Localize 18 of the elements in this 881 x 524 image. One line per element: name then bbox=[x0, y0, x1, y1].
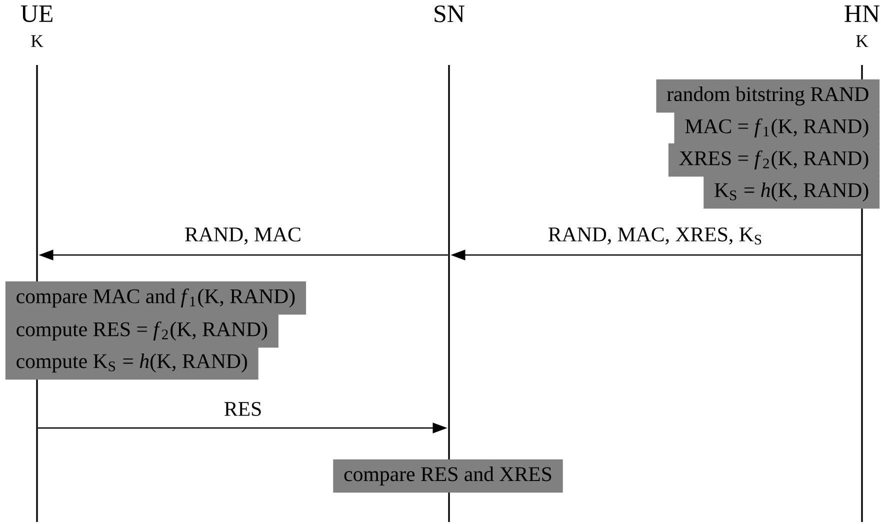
action-box: compute RES = f$_{2}$(K, RAND) bbox=[5, 314, 278, 348]
node-label: XRES = f$_{2}$(K, RAND) bbox=[679, 150, 868, 170]
node-label: random bitstring RAND bbox=[667, 86, 868, 106]
node-label: MAC = f$_{1}$(K, RAND) bbox=[685, 118, 868, 138]
node-label: compute RES = f$_{2}$(K, RAND) bbox=[16, 321, 268, 341]
action-box: random bitstring RAND bbox=[656, 79, 880, 113]
action-box: compare MAC and f$_{1}$(K, RAND) bbox=[5, 281, 306, 315]
action-box: compute K$_{S}$ = h(K, RAND) bbox=[5, 346, 258, 380]
action-box: K$_{S}$ = h(K, RAND) bbox=[704, 175, 880, 209]
action-box: MAC = f$_{1}$(K, RAND) bbox=[674, 111, 880, 145]
node-label: compare MAC and f$_{1}$(K, RAND) bbox=[16, 288, 295, 308]
edge-label: RES bbox=[222, 400, 264, 418]
edge-label: RAND, MAC, XRES, K$_{S}$ bbox=[546, 225, 766, 247]
action-box: compare RES and XRES bbox=[333, 459, 563, 493]
node-label: K$_{S}$ = h(K, RAND) bbox=[714, 182, 868, 202]
node-label: compute K$_{S}$ = h(K, RAND) bbox=[16, 354, 247, 372]
edge-label: RAND, MAC bbox=[182, 225, 304, 247]
action-box: XRES = f$_{2}$(K, RAND) bbox=[668, 143, 880, 177]
